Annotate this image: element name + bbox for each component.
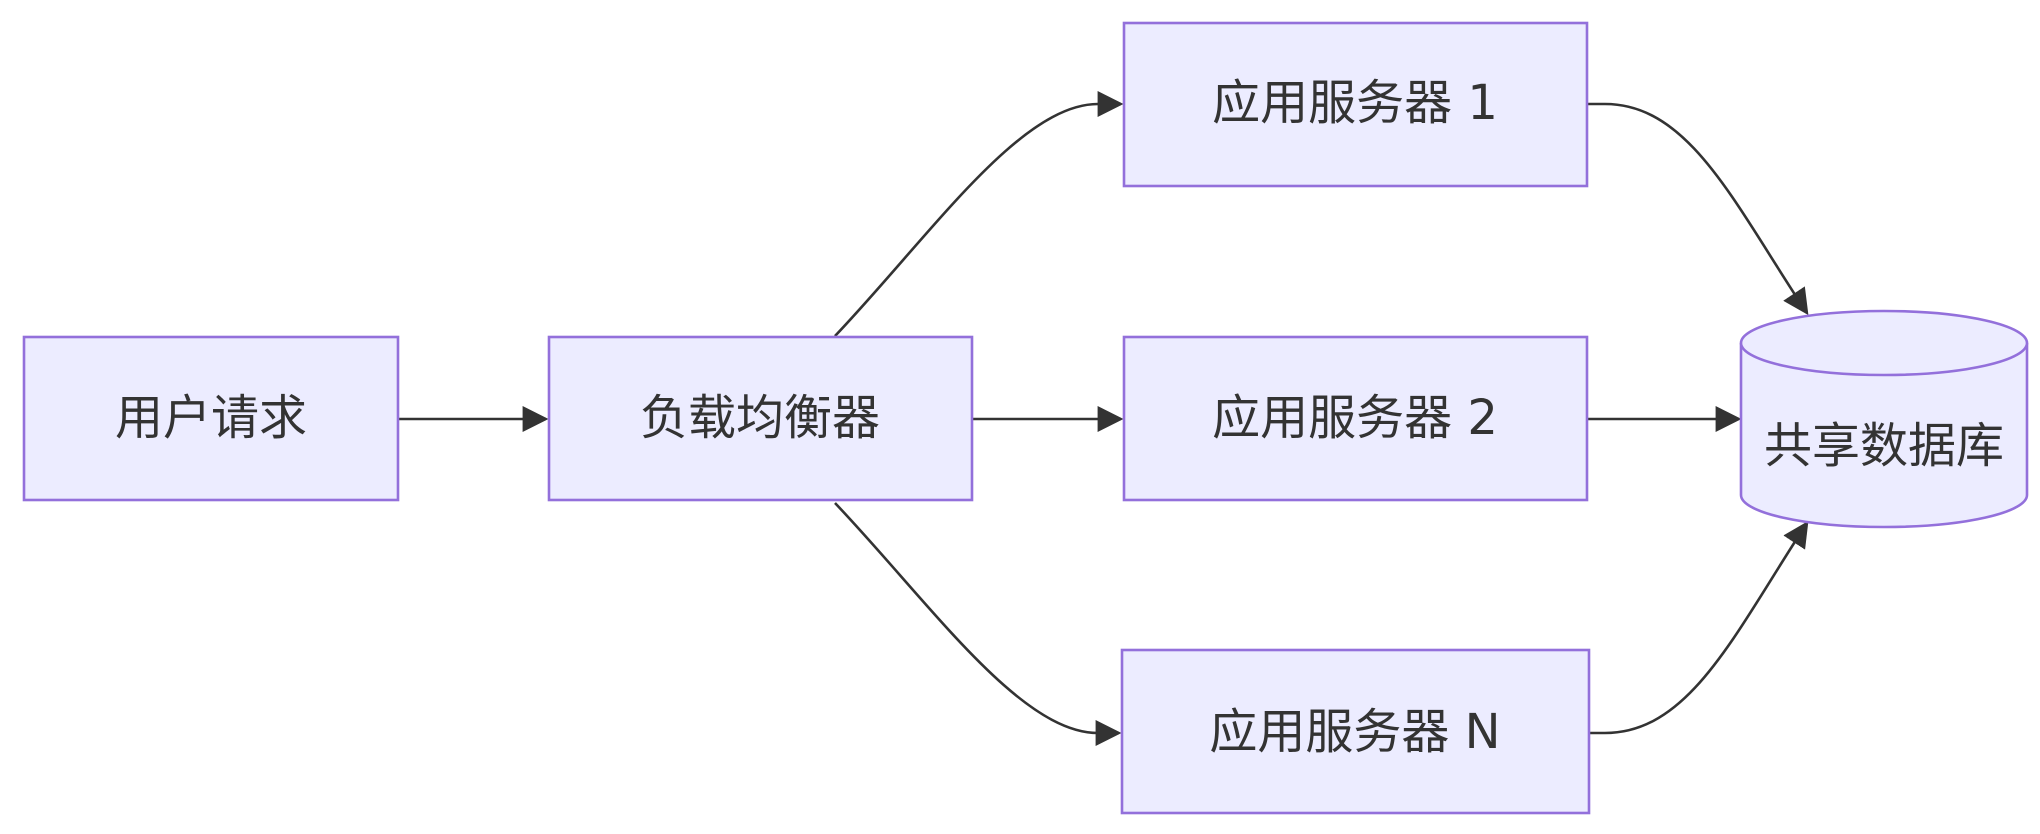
node-shared-db[interactable]: 共享数据库 — [1739, 309, 2029, 529]
database-cylinder-body — [1739, 343, 2029, 529]
node-load-balancer[interactable]: 负载均衡器 — [547, 335, 974, 502]
edge-app-server-1-to-shared-db — [1587, 102, 1809, 316]
node-user-request[interactable]: 用户请求 — [22, 335, 400, 502]
edge-load-balancer-to-app-server-1 — [834, 91, 1124, 337]
node-load-balancer-label: 负载均衡器 — [640, 390, 880, 446]
node-app-server-2[interactable]: 应用服务器 2 — [1122, 335, 1589, 502]
edge-app-server-n-to-shared-db — [1589, 520, 1809, 735]
database-cylinder-top — [1739, 309, 2029, 377]
node-user-request-label: 用户请求 — [115, 390, 307, 446]
node-shared-db-label: 共享数据库 — [1764, 418, 2004, 474]
node-app-server-n-label: 应用服务器 N — [1209, 704, 1500, 760]
node-app-server-1[interactable]: 应用服务器 1 — [1122, 21, 1589, 188]
edge-load-balancer-to-app-server-n — [834, 502, 1122, 746]
node-app-server-1-label: 应用服务器 1 — [1212, 75, 1498, 131]
node-app-server-2-label: 应用服务器 2 — [1212, 390, 1498, 446]
node-app-server-n[interactable]: 应用服务器 N — [1120, 648, 1591, 815]
edges — [398, 91, 1809, 746]
